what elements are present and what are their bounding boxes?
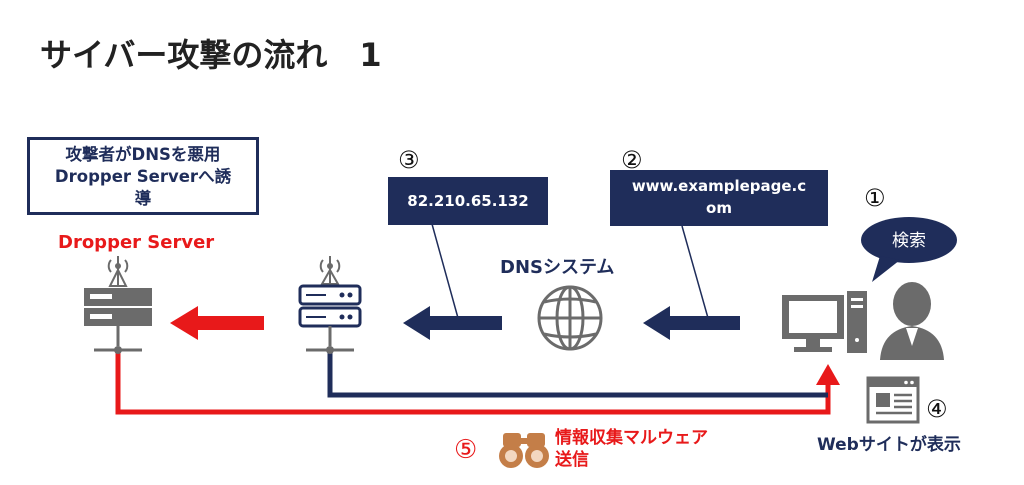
malware-send-label: 情報収集マルウェア 送信 bbox=[555, 427, 708, 471]
attacker-note-box: 攻撃者がDNSを悪用 Dropper Serverへ誘 導 bbox=[27, 137, 259, 215]
url-leader-line bbox=[681, 225, 709, 319]
computer-icon bbox=[782, 291, 867, 353]
url-line2: om bbox=[706, 199, 732, 217]
antenna-icon bbox=[107, 256, 129, 287]
binoculars-icon bbox=[499, 433, 549, 468]
url-line1: www.examplepage.c bbox=[631, 177, 807, 195]
step-1-number: ① bbox=[864, 184, 886, 212]
website-display-label: Webサイトが表示 bbox=[817, 435, 961, 455]
step-3-number: ③ bbox=[398, 146, 420, 174]
step-4-number: ④ bbox=[926, 395, 948, 423]
url-box: www.examplepage.c om bbox=[610, 170, 828, 226]
malware-label-line2: 送信 bbox=[555, 450, 589, 470]
globe-icon bbox=[537, 285, 603, 351]
browser-icon bbox=[866, 376, 920, 424]
user-icon bbox=[880, 282, 944, 360]
ip-leader-line bbox=[431, 223, 459, 319]
dropper-server-label: Dropper Server bbox=[58, 232, 215, 253]
page-title: サイバー攻撃の流れ 1 bbox=[40, 36, 382, 74]
search-bubble-text: 検索 bbox=[892, 231, 926, 251]
relay-server-icon bbox=[298, 256, 362, 354]
navy-arrow-icon-left bbox=[403, 306, 502, 340]
navy-connection-line bbox=[327, 353, 828, 398]
red-arrow-icon bbox=[170, 306, 264, 340]
attacker-note-line2: Dropper Serverへ誘 bbox=[54, 167, 232, 186]
attacker-note-line1: 攻撃者がDNSを悪用 bbox=[65, 145, 221, 164]
step-2-number: ② bbox=[621, 146, 643, 174]
dns-system-label: DNSシステム bbox=[500, 257, 615, 278]
red-connection-line bbox=[115, 353, 840, 415]
malware-label-line1: 情報収集マルウェア bbox=[555, 428, 708, 448]
step-5-number: ⑤ bbox=[454, 435, 478, 465]
ip-address-box: 82.210.65.132 bbox=[388, 177, 548, 225]
speech-bubble-icon bbox=[861, 217, 957, 282]
attacker-note-line3: 導 bbox=[134, 189, 152, 208]
navy-arrow-icon-right bbox=[643, 306, 740, 340]
antenna-icon bbox=[319, 256, 341, 285]
dropper-server-icon bbox=[84, 256, 152, 354]
